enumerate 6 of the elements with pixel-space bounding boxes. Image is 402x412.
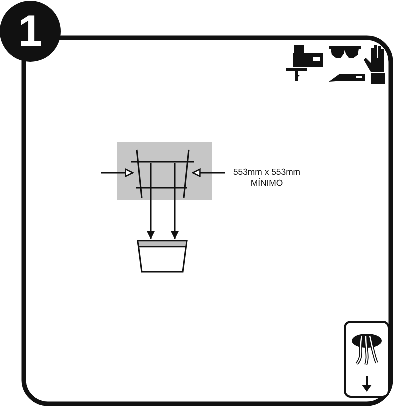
dimension-label: 553mm x 553mm MÍNIMO bbox=[232, 167, 302, 189]
ceiling-tile bbox=[137, 240, 188, 273]
ceiling-panel bbox=[117, 142, 212, 200]
arrow bbox=[171, 163, 179, 240]
arrow bbox=[147, 163, 155, 240]
step-number: 1 bbox=[0, 1, 61, 62]
